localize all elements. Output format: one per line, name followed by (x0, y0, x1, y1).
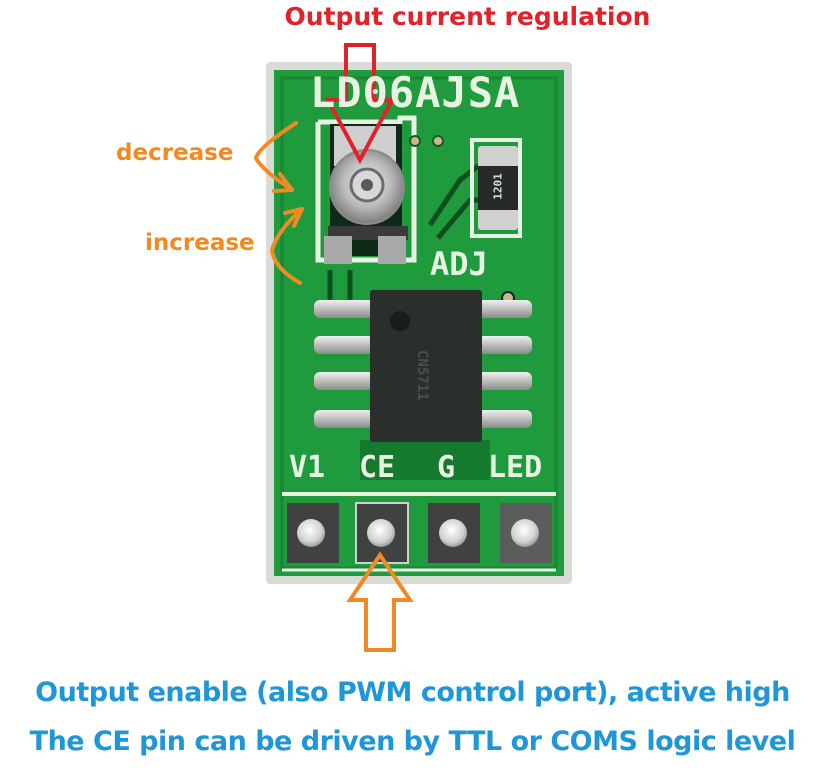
pin-label-led: LED (488, 450, 543, 485)
decrease-label: decrease (116, 140, 234, 166)
trace (427, 158, 488, 227)
ground-area (360, 440, 490, 480)
chip-marking: CN5711 (414, 350, 430, 401)
resistor-marking: 1201 (491, 173, 505, 200)
orange-curved-arrow-icon (253, 121, 298, 193)
pin-label-v1: V1 (289, 450, 326, 485)
red-hollow-down-arrow-icon (324, 43, 396, 165)
pot-pin (378, 236, 406, 264)
board-model-label: LD06AJSA (310, 68, 521, 117)
title-text: Output current regulation (284, 2, 651, 31)
ce-note-line-1: Output enable (also PWM control port), a… (35, 677, 790, 708)
pad-v1 (297, 519, 325, 547)
pad-g (439, 519, 467, 547)
orange-curved-arrow-icon (269, 207, 304, 285)
pad-led (511, 519, 539, 547)
header-pads (287, 502, 552, 564)
pin-label-ce: CE (359, 450, 396, 485)
output-current-regulation-title: Output current regulation (0, 2, 825, 31)
via (432, 135, 444, 147)
increase-label: increase (145, 230, 255, 256)
pin1-marker (390, 311, 410, 331)
via (409, 135, 421, 147)
ic-left-pins (314, 300, 374, 428)
ic-right-pins (472, 300, 532, 428)
ce-note-line-2: The CE pin can be driven by TTL or COMS … (29, 726, 796, 757)
pad-ce (367, 519, 395, 547)
resistor-silk-outline (470, 138, 522, 238)
pot-pin (324, 236, 352, 264)
orange-hollow-up-arrow-icon (346, 551, 414, 652)
adj-label: ADJ (430, 245, 488, 283)
pin-label-g: G (437, 450, 456, 485)
pot-silk-outline (315, 115, 417, 263)
